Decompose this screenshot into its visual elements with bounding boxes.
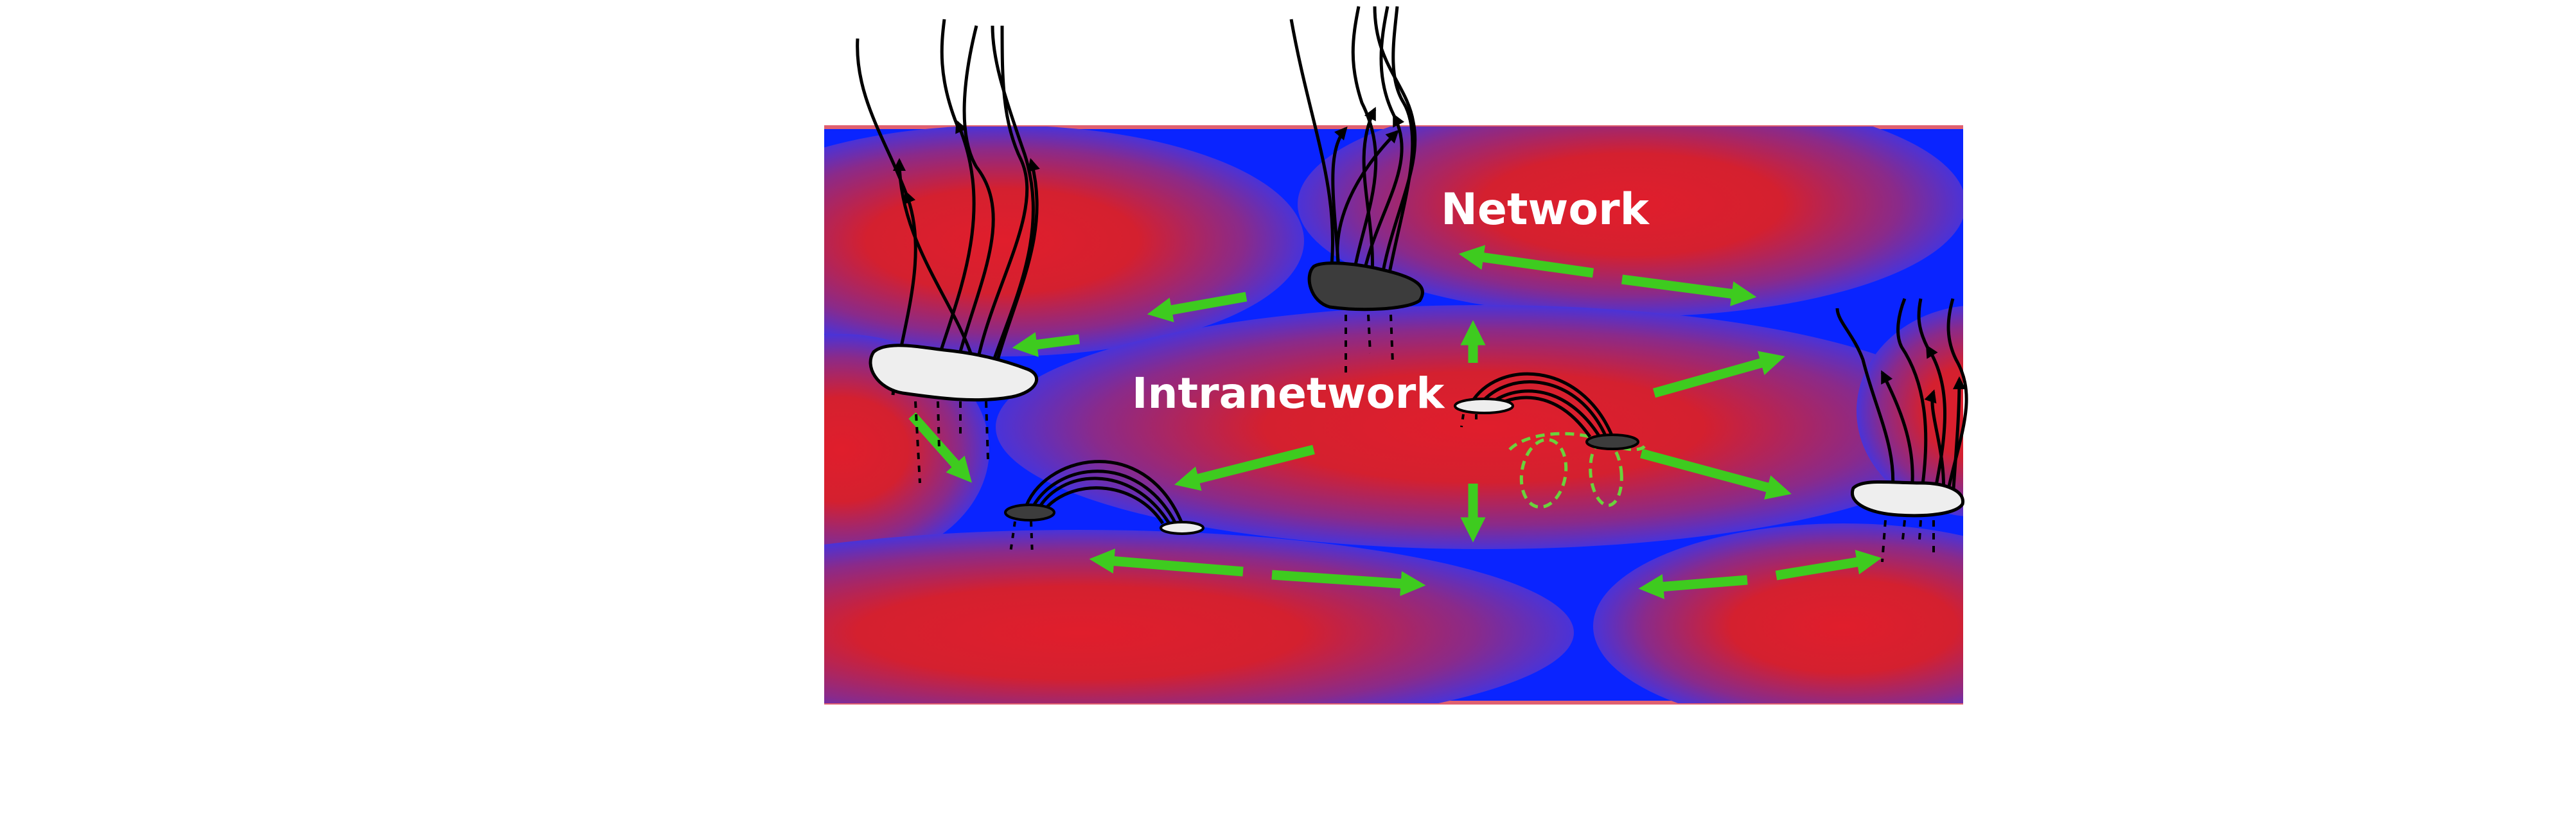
flow-arrow [1621,274,1757,306]
cell-bottom-right [1593,523,1963,703]
field-line [1386,6,1415,283]
positive-patch [1850,480,1964,518]
patch-left [869,344,1039,484]
negative-patch [1307,261,1424,311]
flow-arrow [1174,444,1315,491]
field-lines-right [1835,298,1968,498]
flow-arrow [1638,574,1748,599]
field-line [1023,460,1184,524]
flow-arrow [1652,351,1785,398]
field-line [981,25,1035,396]
field-line [1479,380,1608,438]
field-line [1289,19,1335,283]
field-line [1924,389,1946,498]
field-line [1036,477,1171,525]
field-line [1489,389,1601,438]
field-line [1043,486,1165,525]
cell-bottom-left [824,530,1574,703]
flow-arrow [1640,448,1792,500]
field-line [1951,376,1966,498]
flow-arrow [1775,549,1882,581]
field-line [1336,130,1399,283]
negative-patch [1004,504,1055,522]
positive-patch [1454,398,1514,414]
field-line [1499,396,1592,438]
flow-arrow [1012,332,1080,357]
intranetwork-label: Intranetwork [1132,369,1445,418]
field-line [1360,6,1405,283]
patch-top-center [1307,261,1424,373]
flow-arrow [1271,570,1426,597]
dashed-loop [1589,439,1623,507]
loops-left-bipole [1023,460,1184,525]
loops-center-bipole [1469,372,1614,438]
positive-patch [869,344,1039,402]
field-line [1373,6,1417,283]
network-label: Network [1441,184,1649,235]
patch-right [1850,480,1964,563]
field-line [949,25,995,396]
flow-arrow [1147,292,1248,322]
dashed-loop [1519,437,1568,509]
negative-patch [1585,434,1639,450]
positive-patch [1160,521,1204,535]
flow-arrow [1089,548,1244,577]
field-line [1835,308,1895,498]
cell-center [996,305,1963,549]
cell-top-left [824,127,1304,356]
patch-bipole-left [1004,504,1204,556]
flow-arrow [1458,245,1594,278]
field-line [1362,107,1377,283]
field-line [1029,469,1178,525]
flow-arrows [908,245,1882,599]
field-line [1896,298,1928,498]
field-line [940,19,959,126]
field-line [856,38,917,396]
field-line [1469,372,1614,437]
field-lines-top-center [1289,6,1417,283]
field-line [971,25,1029,396]
patch-bipole-center [1454,398,1639,450]
field-line [1880,370,1914,498]
